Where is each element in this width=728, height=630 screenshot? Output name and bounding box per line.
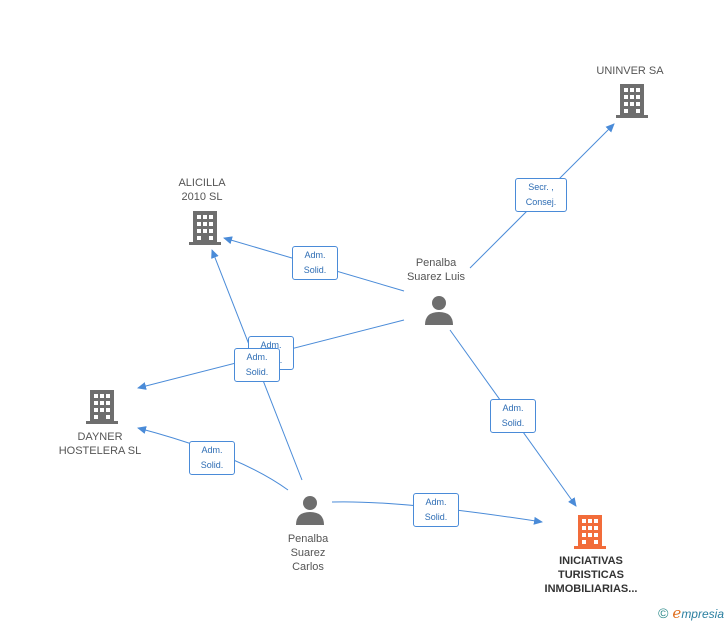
edge-label-carlos-dayner: Adm. Solid. <box>189 441 235 475</box>
edge-label-luis-uninver: Secr. , Consej. <box>515 178 567 212</box>
building-icon[interactable] <box>86 390 118 424</box>
brand-initial: e <box>672 604 682 622</box>
brand-name: mpresia <box>681 607 724 621</box>
node-label-iniciativas[interactable]: INICIATIVAS TURISTICAS INMOBILIARIAS... <box>544 555 638 595</box>
node-label-dayner[interactable]: DAYNER HOSTELERA SL <box>58 431 142 457</box>
edge-label-luis-alicilla: Adm. Solid. <box>292 246 338 280</box>
building-icon[interactable] <box>616 84 648 118</box>
edge-label-luis-iniciativas: Adm. Solid. <box>490 399 536 433</box>
node-label-carlos[interactable]: Penalba Suarez Carlos <box>287 533 329 573</box>
building-icon[interactable] <box>189 211 221 245</box>
brand-footer[interactable]: ©empresia <box>658 604 724 622</box>
node-label-uninver[interactable]: UNINVER SA <box>596 65 664 77</box>
node-label-alicilla[interactable]: ALICILLA 2010 SL <box>178 177 226 203</box>
edge-label-carlos-alicilla: Adm. Solid. <box>234 348 280 382</box>
person-icon[interactable] <box>295 495 325 525</box>
copyright-symbol: © <box>658 605 669 621</box>
person-icon[interactable] <box>424 295 454 325</box>
building-main-icon[interactable] <box>574 515 606 549</box>
edge-label-carlos-iniciativas: Adm. Solid. <box>413 493 459 527</box>
node-label-luis[interactable]: Penalba Suarez Luis <box>406 257 466 283</box>
